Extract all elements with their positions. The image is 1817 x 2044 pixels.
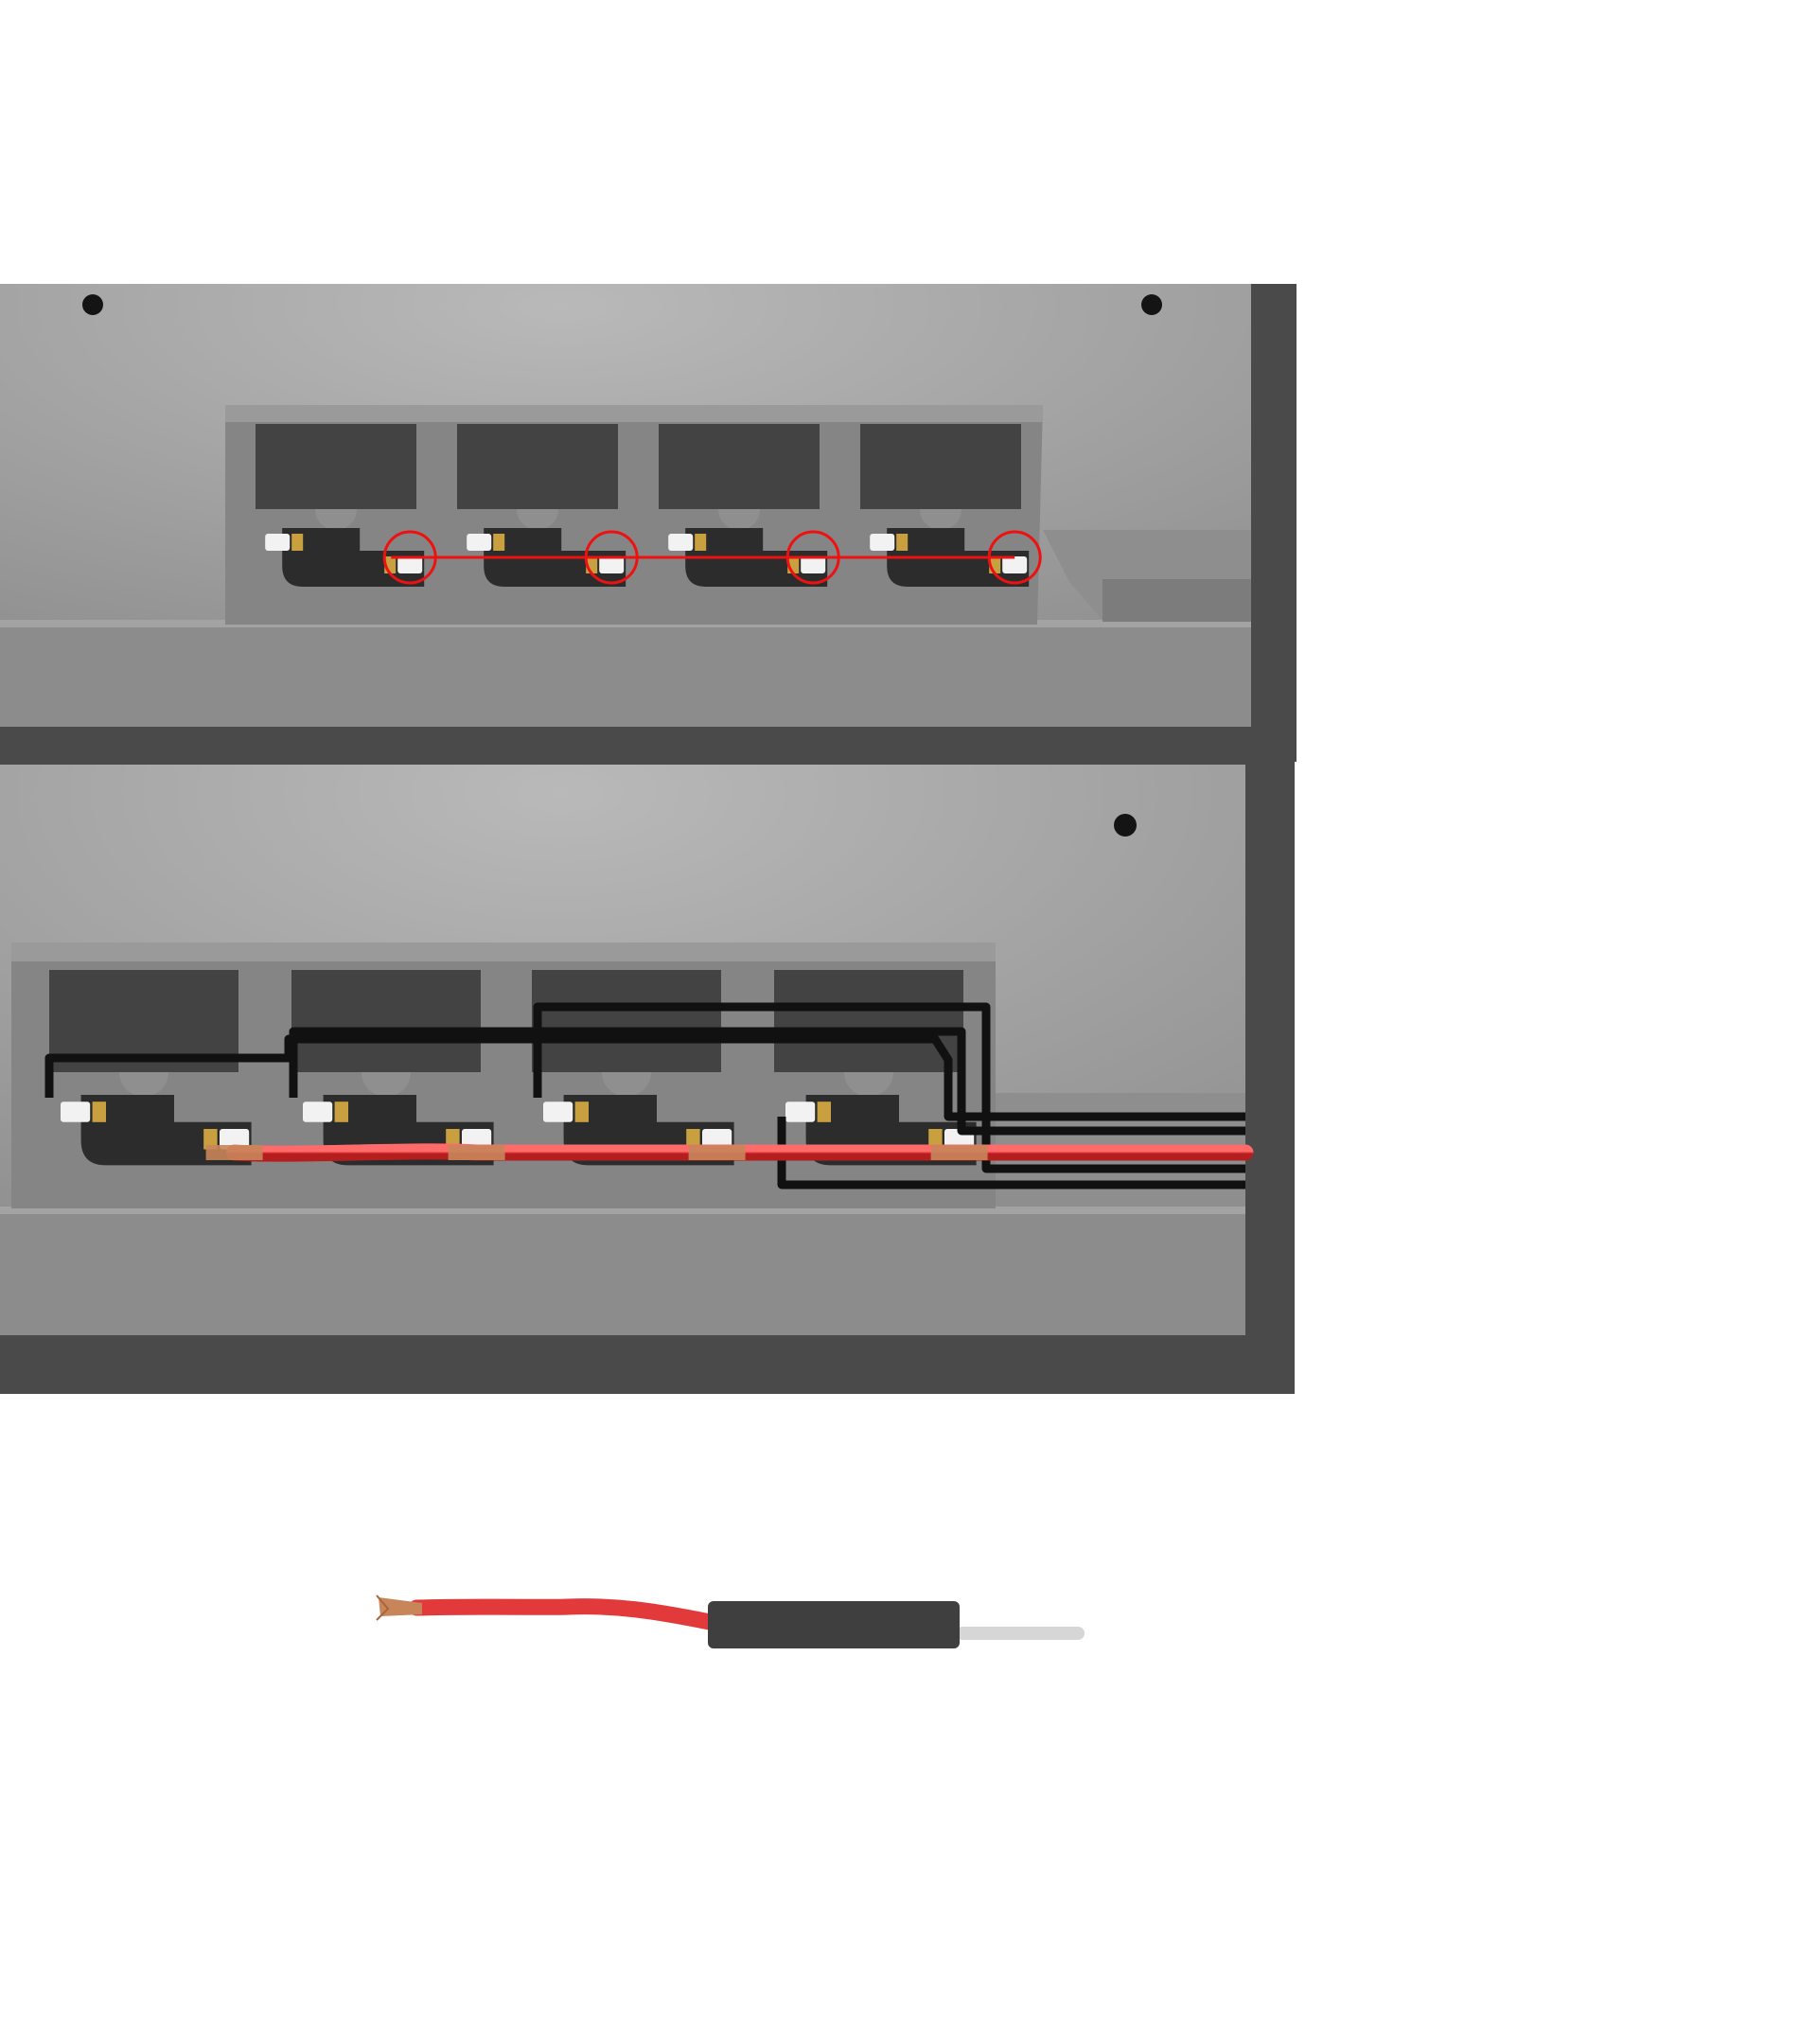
socket-contact	[303, 1101, 333, 1122]
switch-block	[291, 970, 481, 1072]
socket-pad	[817, 1101, 831, 1122]
copper-splice	[688, 1145, 746, 1160]
socket-pad	[92, 1101, 106, 1122]
switch-block	[457, 424, 618, 509]
cable-channel-rail	[1103, 579, 1251, 622]
black-return-wire	[533, 1002, 1245, 1173]
jumper-pin	[956, 1627, 1085, 1640]
jumper-stripped-end	[376, 1595, 422, 1621]
socket-contact	[785, 1101, 816, 1122]
switch-notch	[919, 509, 962, 531]
socket-pad	[493, 534, 505, 551]
switch-notch	[602, 1072, 651, 1097]
socket-contact	[801, 556, 826, 573]
socket-pad	[896, 534, 908, 551]
socket-pad	[928, 1129, 943, 1150]
bottom-panel-lip	[0, 1207, 1245, 1214]
top-marker-layer	[382, 530, 1042, 585]
mounting-hole-icon	[1141, 294, 1162, 315]
switch-recess	[225, 405, 1043, 625]
socket-pad	[291, 534, 304, 551]
socket-contact	[543, 1101, 573, 1122]
socket-pad	[334, 1101, 348, 1122]
socket-pad	[574, 1101, 589, 1122]
bottom-wire-layer	[44, 1002, 1254, 1189]
switch-notch	[717, 509, 761, 531]
switch-block	[774, 970, 963, 1072]
bottom-panel-ledge	[0, 1207, 1245, 1335]
copper-splice	[448, 1145, 505, 1160]
socket-contact	[61, 1101, 91, 1122]
jumper-housing	[708, 1601, 960, 1648]
pad-circle-marker	[382, 530, 437, 585]
pad-circle-marker	[584, 530, 639, 585]
mounting-hole-icon	[82, 294, 103, 315]
switch-recess-rim	[11, 943, 996, 961]
switch-notch	[362, 1072, 411, 1097]
bottom-panel	[0, 762, 1295, 1394]
top-panel	[0, 284, 1297, 762]
copper-splice	[930, 1145, 988, 1160]
switch-recess-rim	[225, 405, 1043, 422]
socket-pad	[686, 1129, 700, 1150]
switch-notch	[844, 1072, 893, 1097]
socket-contact	[668, 534, 694, 551]
jumper-wire	[376, 1595, 1085, 1648]
switch-notch	[314, 509, 358, 531]
socket-contact	[220, 1129, 250, 1150]
switch-notch	[119, 1072, 168, 1097]
switch-block	[860, 424, 1021, 509]
jumper-red-insulation	[408, 1598, 718, 1630]
socket-contact	[870, 534, 895, 551]
switch-notch	[516, 509, 559, 531]
black-return-wire	[289, 1027, 1245, 1136]
switch-block	[256, 424, 416, 509]
copper-splice	[205, 1145, 263, 1160]
top-panel-ledge	[0, 620, 1251, 727]
socket-contact	[467, 534, 492, 551]
pad-circle-marker	[987, 530, 1042, 585]
socket-contact	[599, 556, 625, 573]
pad-circle-marker	[785, 530, 840, 585]
socket-pad	[695, 534, 707, 551]
mounting-hole-icon	[1114, 814, 1137, 837]
socket-contact	[265, 534, 291, 551]
socket-contact	[702, 1129, 732, 1150]
black-return-wire	[777, 1117, 1245, 1189]
socket-contact	[1002, 556, 1028, 573]
switch-block	[659, 424, 820, 509]
socket-contact	[397, 556, 423, 573]
switch-block	[532, 970, 721, 1072]
black-return-wire	[44, 1034, 1245, 1121]
socket-pad	[203, 1129, 218, 1150]
